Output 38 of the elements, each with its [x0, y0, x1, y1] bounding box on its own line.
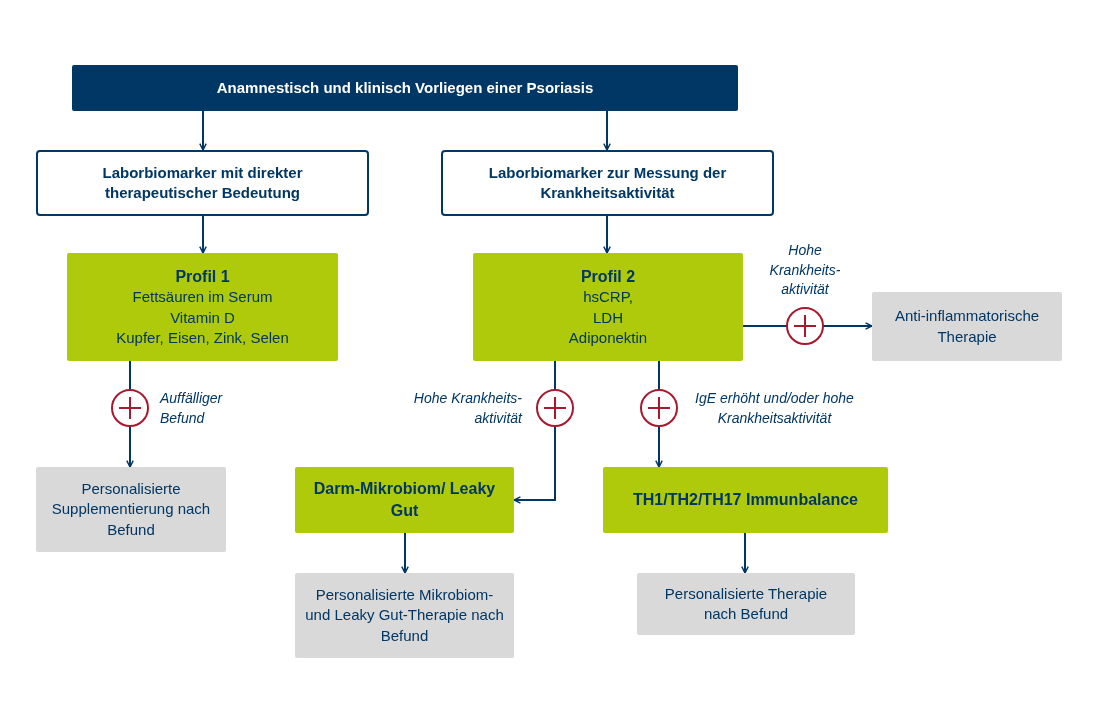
box-text: Darm-Mikrobiom/ Leaky Gut: [312, 479, 497, 521]
process-box: [441, 150, 774, 216]
box-text: Laborbiomarker zur Messung der Krankheitsaktivität: [487, 162, 728, 203]
process-box: [67, 253, 338, 361]
process-box: [473, 253, 743, 361]
edge-label: IgE erhöht und/oder hohe Krankheitsaktivität: [694, 389, 855, 428]
process-box: [36, 467, 226, 552]
arrow: [199, 110, 207, 151]
edge-label: Hohe Krankheits-aktivität: [412, 389, 522, 428]
arrow: [401, 532, 409, 574]
box-text: Kupfer, Eisen, Zink, Selen: [116, 327, 289, 348]
box-text: Anamnestisch und klinisch Vorliegen einer Psoriasis: [216, 77, 594, 98]
box-text: Personalisierte Supplementierung nach Befund: [50, 479, 212, 540]
box-text: Fettsäuren im Serum: [132, 287, 273, 308]
box-heading: Profil 1: [175, 266, 230, 287]
box-text: Anti-inflammatorische Therapie: [893, 306, 1041, 347]
box-text: Personalisierte Therapie nach Befund: [663, 583, 829, 624]
edge-label: Hohe Krankheits-aktivität: [768, 241, 842, 300]
arrow: [603, 215, 611, 254]
box-heading: Profil 2: [580, 266, 636, 287]
box-text: LDH: [593, 307, 623, 328]
box-text: hsCRP,: [583, 287, 633, 308]
arrow: [603, 110, 611, 151]
process-box: [36, 150, 369, 216]
title-banner: [72, 65, 738, 111]
process-box: [872, 292, 1062, 361]
box-text: Laborbiomarker mit direkter therapeutischer Bedeutung: [101, 162, 304, 203]
process-box: [637, 573, 855, 635]
box-text: Personalisierte Mikrobiom- und Leaky Gut-Therapie nach Befund: [305, 585, 504, 646]
box-text: TH1/TH2/TH17 Immunbalance: [633, 490, 858, 511]
edge-label: Auffälliger Befund: [160, 389, 224, 428]
process-box: [603, 467, 888, 533]
box-text: Adiponektin: [568, 327, 648, 348]
arrow: [199, 215, 207, 254]
process-box: [295, 467, 514, 533]
arrow: [741, 532, 749, 574]
process-box: [295, 573, 514, 658]
box-text: Vitamin D: [170, 307, 235, 328]
